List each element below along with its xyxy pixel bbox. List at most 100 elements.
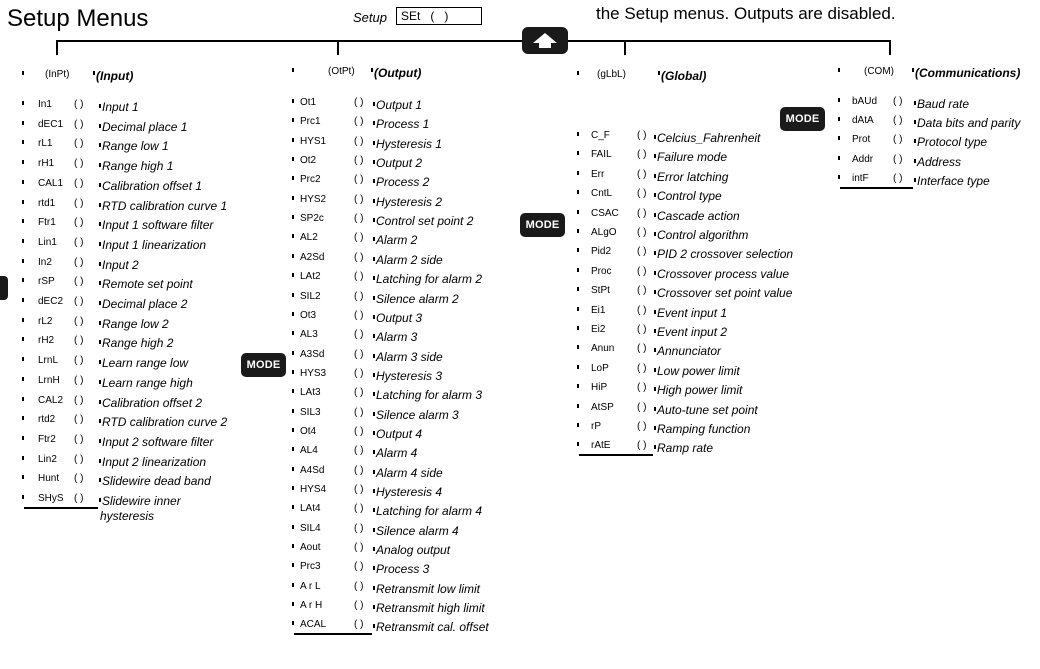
menu-row-code[interactable]: Proc	[591, 265, 612, 277]
menu-row-code[interactable]: dEC2	[38, 296, 64, 307]
menu-row-code[interactable]: Ot3	[300, 309, 317, 321]
menu-row-code[interactable]: Ot1	[300, 97, 317, 108]
menu-row-code[interactable]: Hunt	[38, 473, 60, 485]
menu-row-code[interactable]: FAIL	[591, 149, 612, 161]
menu-row-code[interactable]: Prc2	[300, 174, 321, 186]
menu-row-code[interactable]: Ei1	[591, 304, 606, 316]
menu-row-code[interactable]: bAUd	[852, 96, 878, 107]
menu-row-code[interactable]: AL2	[300, 232, 318, 244]
menu-row-value: ( )	[637, 265, 647, 277]
mode-button-output[interactable]: MODE	[520, 213, 565, 237]
menu-row-code[interactable]: LrnH	[38, 374, 60, 386]
row-tick	[373, 198, 375, 203]
menu-row-code[interactable]: In2	[38, 256, 52, 268]
menu-row-code[interactable]: AL4	[300, 445, 318, 457]
menu-row-code[interactable]: AtSP	[591, 401, 614, 413]
menu-row-value: ( )	[74, 276, 84, 288]
menu-row-code[interactable]: AL3	[300, 329, 318, 341]
menu-row-description: Input 1 linearization	[102, 237, 207, 252]
menu-row-code[interactable]: CAL1	[38, 177, 64, 189]
menu-row-code[interactable]: Ot4	[300, 425, 317, 437]
menu-row-description: Slidewire inner	[102, 494, 181, 508]
menu-row-code[interactable]: LoP	[591, 362, 609, 374]
menu-row-code[interactable]: Lin1	[38, 236, 57, 248]
menu-row-code[interactable]: CSAC	[591, 207, 619, 219]
menu-row-code[interactable]: HYS4	[300, 484, 327, 495]
row-tick	[22, 101, 24, 105]
menu-row-code[interactable]: Prot	[852, 134, 871, 146]
menu-row-code[interactable]: A2Sd	[300, 251, 325, 263]
menu-row-code[interactable]: LAt3	[300, 387, 321, 399]
menu-row-code[interactable]: SIL2	[300, 290, 321, 302]
menu-row-code[interactable]: rSP	[38, 276, 55, 288]
menu-row-code[interactable]: rH1	[38, 158, 55, 170]
menu-row-code[interactable]: SIL4	[300, 522, 321, 534]
row-tick	[99, 399, 101, 404]
menu-row-code[interactable]: Ftr2	[38, 433, 56, 445]
row-tick	[914, 120, 916, 125]
menu-row-code[interactable]: CntL	[591, 188, 613, 200]
menu-row-code[interactable]: In1	[38, 99, 52, 110]
menu-row-code[interactable]: HYS3	[300, 367, 327, 379]
menu-row-description: Event input 2	[657, 325, 728, 339]
menu-row-code[interactable]: LrnL	[38, 355, 59, 367]
row-tick	[22, 219, 24, 224]
menu-row-code[interactable]: LAt2	[300, 271, 321, 283]
menu-row-code[interactable]: A r H	[300, 600, 323, 612]
menu-row-code[interactable]: Prc1	[300, 116, 321, 128]
menu-row-description: Decimal place 1	[102, 119, 188, 134]
menu-row-code[interactable]: Err	[591, 168, 605, 180]
menu-row-description: Range low 2	[102, 316, 169, 331]
mode-button-edge[interactable]	[0, 276, 8, 300]
menu-row-code[interactable]: Ftr1	[38, 217, 56, 229]
menu-row-code[interactable]: Addr	[852, 153, 874, 165]
menu-row-code[interactable]: A4Sd	[300, 464, 325, 476]
menu-row-code[interactable]: SP2c	[300, 213, 324, 225]
menu-row-code[interactable]: rL2	[38, 315, 53, 327]
menu-row-code[interactable]: rAtE	[591, 440, 611, 452]
menu-row-code[interactable]: Ei2	[591, 324, 606, 335]
menu-row-code[interactable]: LAt4	[300, 503, 321, 515]
row-tick	[838, 155, 840, 160]
menu-row-code[interactable]: intF	[852, 172, 869, 184]
mode-button-global[interactable]: MODE	[780, 107, 825, 131]
menu-row-code[interactable]: rtd2	[38, 414, 56, 426]
menu-row-description: Process 3	[376, 562, 430, 577]
menu-row-code[interactable]: A3Sd	[300, 348, 325, 360]
menu-row-code[interactable]: C_F	[591, 130, 610, 141]
menu-row-description: Low power limit	[657, 363, 740, 378]
menu-row-value: ( )	[354, 290, 364, 302]
menu-row-code[interactable]: SIL3	[300, 406, 321, 418]
row-tick	[654, 387, 656, 392]
menu-row-value: ( )	[893, 134, 903, 146]
row-tick	[577, 229, 579, 233]
menu-row-code[interactable]: Lin2	[38, 453, 57, 465]
menu-row-code[interactable]: HYS1	[300, 135, 327, 147]
menu-row-code[interactable]: Ot2	[300, 155, 317, 167]
menu-row-value: ( )	[354, 367, 364, 379]
menu-row-code[interactable]: CAL2	[38, 394, 64, 406]
menu-row-code[interactable]: SHyS	[38, 493, 64, 504]
menu-row-code[interactable]: Anun	[591, 343, 615, 355]
menu-row-code[interactable]: ACAL	[300, 619, 327, 631]
menu-row-code[interactable]: HYS2	[300, 193, 327, 205]
menu-row-code[interactable]: dAtA	[852, 115, 874, 127]
menu-row-code[interactable]: rtd1	[38, 197, 56, 209]
menu-row-code[interactable]: rP	[591, 421, 601, 432]
menu-row-description: Control set point 2	[376, 214, 474, 229]
menu-row-value: ( )	[74, 394, 84, 406]
menu-row-code[interactable]: HiP	[591, 382, 608, 394]
menu-row-code[interactable]: rL1	[38, 138, 53, 150]
menu-row-code[interactable]: dEC1	[38, 118, 64, 130]
menu-row-code[interactable]: A r L	[300, 580, 321, 592]
menu-row-code[interactable]: ALgO	[591, 227, 617, 238]
menu-row-code[interactable]: StPt	[591, 285, 610, 297]
up-arrow-button[interactable]	[522, 27, 568, 54]
menu-row-code[interactable]: Pid2	[591, 246, 612, 258]
menu-row-code[interactable]: Prc3	[300, 561, 321, 573]
row-tick	[292, 369, 294, 374]
menu-row-description: Decimal place 2	[102, 297, 188, 311]
mode-button-input[interactable]: MODE	[241, 353, 286, 377]
menu-row-code[interactable]: Aout	[300, 542, 321, 554]
menu-row-code[interactable]: rH2	[38, 335, 55, 347]
